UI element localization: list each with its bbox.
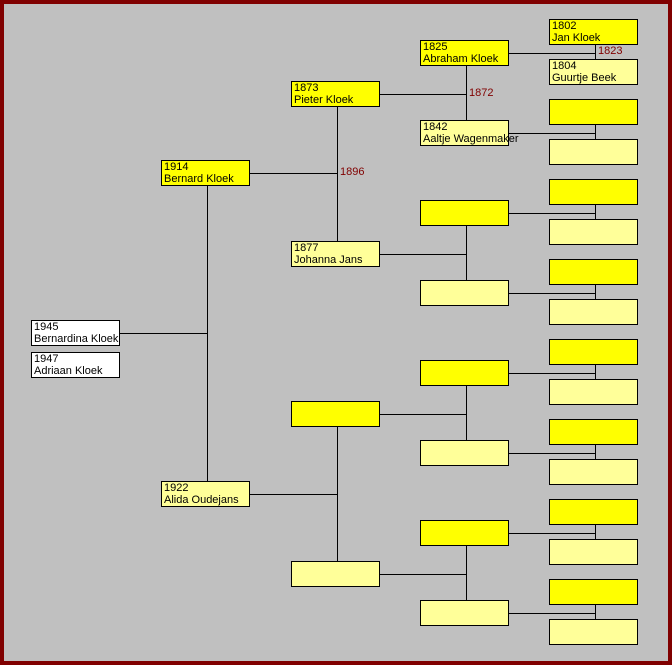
- person-box-empty[interactable]: [549, 619, 638, 645]
- connector-line: [250, 173, 337, 174]
- marriage-year: 1872: [469, 87, 494, 99]
- person-name: Bernard Kloek: [164, 173, 234, 185]
- connector-line: [509, 133, 595, 134]
- connector-line: [509, 293, 595, 294]
- person-name: Aaltje Wagenmaker: [423, 133, 519, 145]
- birth-year: 1842: [423, 121, 448, 133]
- person-box-empty[interactable]: [549, 459, 638, 485]
- connector-line: [120, 333, 207, 334]
- connector-line: [509, 533, 595, 534]
- person-name: Jan Kloek: [552, 32, 601, 44]
- person-box-empty[interactable]: [549, 299, 638, 325]
- connector-line: [595, 205, 596, 219]
- birth-year: 1945: [34, 321, 59, 333]
- connector-line: [509, 213, 595, 214]
- person-name: Abraham Kloek: [423, 53, 499, 65]
- person-box-empty[interactable]: [549, 219, 638, 245]
- person-box-empty[interactable]: [549, 539, 638, 565]
- person-box-empty[interactable]: [420, 520, 509, 546]
- birth-year: 1914: [164, 161, 189, 173]
- connector-line: [595, 285, 596, 299]
- connector-line: [595, 45, 596, 59]
- person-box-empty[interactable]: [420, 280, 509, 306]
- connector-line: [466, 66, 467, 120]
- connector-line: [380, 414, 466, 415]
- connector-line: [337, 107, 338, 241]
- person-box-empty[interactable]: [420, 200, 509, 226]
- connector-line: [509, 373, 595, 374]
- connector-line: [250, 494, 337, 495]
- birth-year: 1877: [294, 242, 319, 254]
- birth-year: 1873: [294, 82, 319, 94]
- connector-line: [466, 226, 467, 280]
- person-box-empty[interactable]: [549, 379, 638, 405]
- person-box-empty[interactable]: [420, 360, 509, 386]
- person-box-empty[interactable]: [549, 179, 638, 205]
- connector-line: [509, 453, 595, 454]
- person-name: Alida Oudejans: [164, 494, 239, 506]
- connector-line: [509, 53, 595, 54]
- connector-line: [380, 574, 466, 575]
- person-name: Johanna Jans: [294, 254, 363, 266]
- connector-line: [509, 613, 595, 614]
- connector-line: [595, 605, 596, 619]
- marriage-year: 1823: [598, 45, 623, 57]
- person-name: Adriaan Kloek: [34, 365, 103, 377]
- birth-year: 1804: [552, 60, 577, 72]
- birth-year: 1922: [164, 482, 189, 494]
- connector-line: [380, 254, 466, 255]
- person-name: Bernardina Kloek: [34, 333, 119, 345]
- person-name: Pieter Kloek: [294, 94, 354, 106]
- person-box-empty[interactable]: [549, 499, 638, 525]
- person-box-empty[interactable]: [549, 579, 638, 605]
- connector-line: [380, 94, 466, 95]
- person-box-empty[interactable]: [549, 419, 638, 445]
- birth-year: 1947: [34, 353, 59, 365]
- person-box-empty[interactable]: [291, 561, 380, 587]
- connector-line: [207, 186, 208, 481]
- marriage-year: 1896: [340, 166, 365, 178]
- connector-line: [466, 546, 467, 600]
- person-box-empty[interactable]: [549, 139, 638, 165]
- person-box-empty[interactable]: [420, 440, 509, 466]
- birth-year: 1802: [552, 20, 577, 32]
- person-box-empty[interactable]: [420, 600, 509, 626]
- connector-line: [595, 125, 596, 139]
- connector-line: [595, 525, 596, 539]
- connector-line: [337, 427, 338, 561]
- birth-year: 1825: [423, 41, 448, 53]
- connector-line: [595, 365, 596, 379]
- connector-line: [595, 445, 596, 459]
- connector-line: [466, 386, 467, 440]
- person-box-empty[interactable]: [549, 339, 638, 365]
- person-box-empty[interactable]: [549, 259, 638, 285]
- person-name: Guurtje Beek: [552, 72, 617, 84]
- person-box-empty[interactable]: [549, 99, 638, 125]
- person-box-empty[interactable]: [291, 401, 380, 427]
